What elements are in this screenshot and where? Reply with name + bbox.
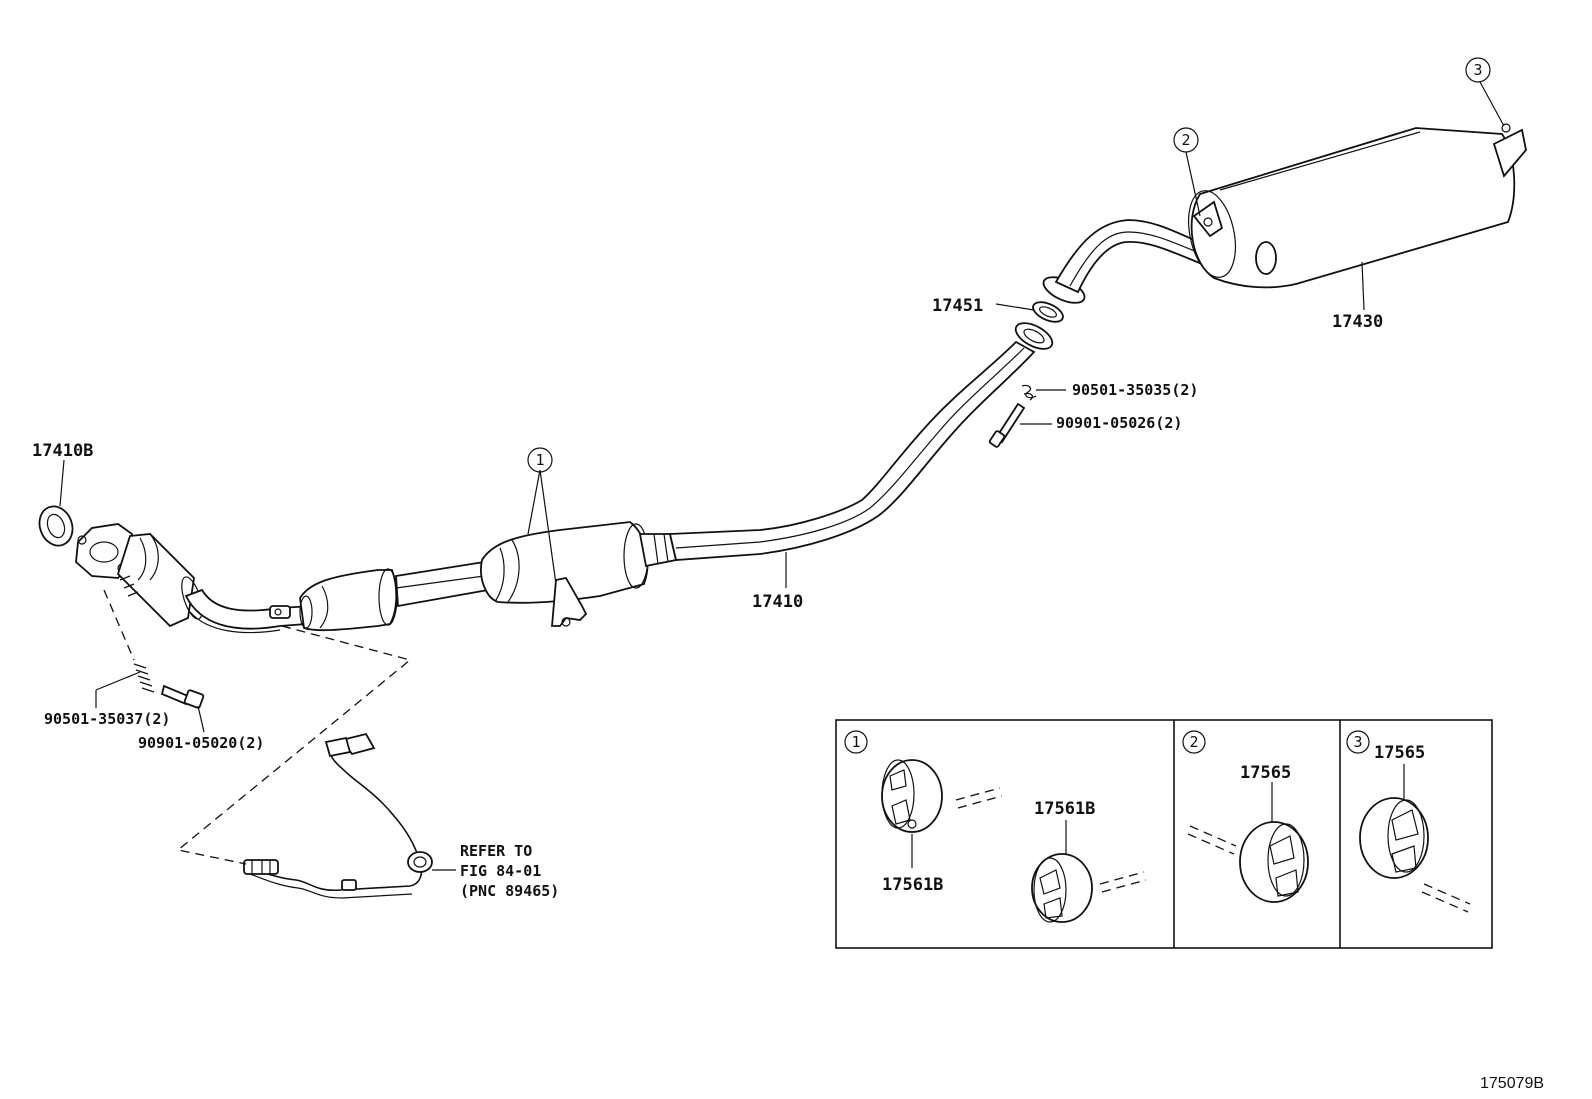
dashed-reference-lines: [103, 589, 412, 865]
callout-2-text: 2: [1181, 131, 1190, 149]
hanger-inset-box: [835, 719, 1493, 949]
exhaust-pipe-assembly: [75, 322, 1054, 634]
leader-lines: [59, 81, 1505, 871]
inset-3-label: 17565: [1374, 743, 1425, 763]
inset-section-1: 1 17561B 17561B: [844, 730, 1147, 923]
inset-2-marker: 2: [1189, 733, 1198, 751]
front-spring-bolt: [133, 663, 205, 709]
callout-2: 2: [1173, 127, 1199, 153]
inset-section-2: 2 17565: [1182, 730, 1309, 903]
label-90901-05026: 90901-05026(2): [1056, 414, 1182, 432]
callout-3: 3: [1465, 57, 1491, 83]
rear-gasket: [1032, 301, 1064, 323]
label-17410: 17410: [752, 592, 803, 612]
front-gasket: [38, 505, 74, 547]
callout-3-text: 3: [1473, 61, 1482, 79]
inset-1-marker: 1: [851, 733, 860, 751]
tail-pipe-muffler: [1042, 123, 1527, 304]
refer-to-line-2: FIG 84-01: [460, 862, 541, 880]
inset-2-label: 17565: [1240, 763, 1291, 783]
label-17410B: 17410B: [32, 441, 93, 461]
inset-1-label-b: 17561B: [1034, 799, 1095, 819]
inset-1-label-a: 17561B: [882, 875, 943, 895]
refer-to-line-1: REFER TO: [460, 842, 532, 860]
callout-1-text: 1: [535, 451, 544, 469]
label-90901-05020: 90901-05020(2): [138, 734, 264, 752]
inset-3-marker: 3: [1353, 733, 1362, 751]
label-17451: 17451: [932, 296, 983, 316]
label-90501-35035: 90501-35035(2): [1072, 381, 1198, 399]
oxygen-sensor: [243, 732, 433, 899]
callout-1: 1: [527, 447, 553, 473]
label-17430: 17430: [1332, 312, 1383, 332]
diagram-id: 175079B: [1480, 1075, 1544, 1092]
inset-section-3: 3 17565: [1346, 730, 1471, 913]
label-90501-35037: 90501-35037(2): [44, 710, 170, 728]
refer-to-line-3: (PNC 89465): [460, 882, 559, 900]
